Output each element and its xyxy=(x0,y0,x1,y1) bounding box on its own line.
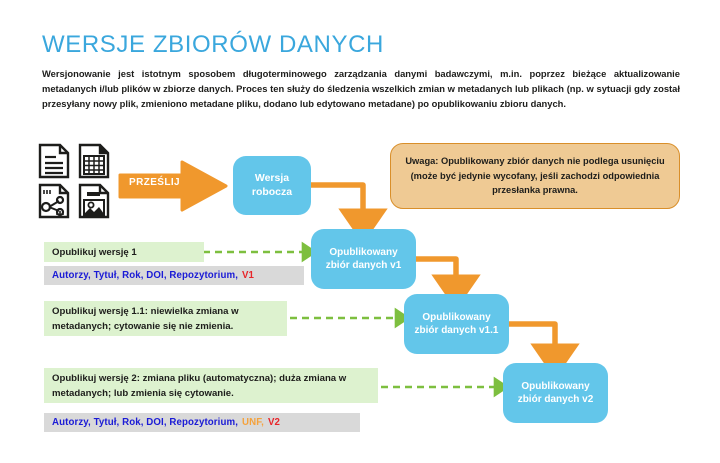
connector-draft-to-v1 xyxy=(311,182,388,245)
warning-note-text-1: Opublikowany zbiór danych xyxy=(438,156,568,167)
warning-note-text-2: usunięciu (może być jedynie wycofany, je… xyxy=(410,156,665,196)
metadata-version-2: V2 xyxy=(267,417,280,428)
metadata-version-1: V1 xyxy=(242,270,255,281)
box-published-dataset-v1[interactable]: Opublikowany zbiór danych v1 xyxy=(311,229,416,289)
warning-note-label: Uwaga: xyxy=(405,156,439,167)
upload-arrow-shape xyxy=(118,160,228,212)
connector-v1-to-v11 xyxy=(416,256,481,311)
metadata-bar-v1: Autorzy, Tytuł, Rok, DOI, Repozytorium, … xyxy=(44,266,304,285)
metadata-unf-2: UNF, xyxy=(242,417,264,428)
metadata-fields-1: Autorzy, Tytuł, Rok, DOI, Repozytorium, xyxy=(52,270,238,281)
connector-v11-to-v2 xyxy=(509,321,580,380)
box-published-dataset-v2[interactable]: Opublikowany zbiór danych v2 xyxy=(503,363,608,423)
publish-instruction-2: Opublikuj wersję 1.1: niewielka zmiana w… xyxy=(44,301,287,336)
publish-instruction-3: Opublikuj wersję 2: zmiana pliku (automa… xyxy=(44,368,378,403)
publish-instruction-1: Opublikuj wersję 1 xyxy=(44,242,204,262)
upload-arrow-label: PRZEŚLIJ xyxy=(129,177,180,188)
upload-arrow: PRZEŚLIJ xyxy=(118,158,230,214)
box-wersja-robocza[interactable]: Wersja robocza xyxy=(233,156,311,215)
warning-note: Uwaga: Opublikowany zbiór danych nie pod… xyxy=(390,143,680,209)
metadata-fields-2: Autorzy, Tytuł, Rok, DOI, Repozytorium, xyxy=(52,417,238,428)
intro-paragraph: Wersjonowanie jest istotnym sposobem dłu… xyxy=(42,68,680,110)
source-files-group xyxy=(38,143,114,219)
network-graph-document-icon xyxy=(38,183,70,219)
page-title: WERSJE ZBIORÓW DANYCH xyxy=(42,31,384,58)
box-published-dataset-v11[interactable]: Opublikowany zbiór danych v1.1 xyxy=(404,294,509,354)
warning-note-emphasis: nie podlega xyxy=(567,156,619,167)
metadata-bar-v2: Autorzy, Tytuł, Rok, DOI, Repozytorium, … xyxy=(44,413,360,432)
text-document-icon xyxy=(38,143,70,179)
spreadsheet-document-icon xyxy=(78,143,110,179)
image-document-icon xyxy=(78,183,110,219)
